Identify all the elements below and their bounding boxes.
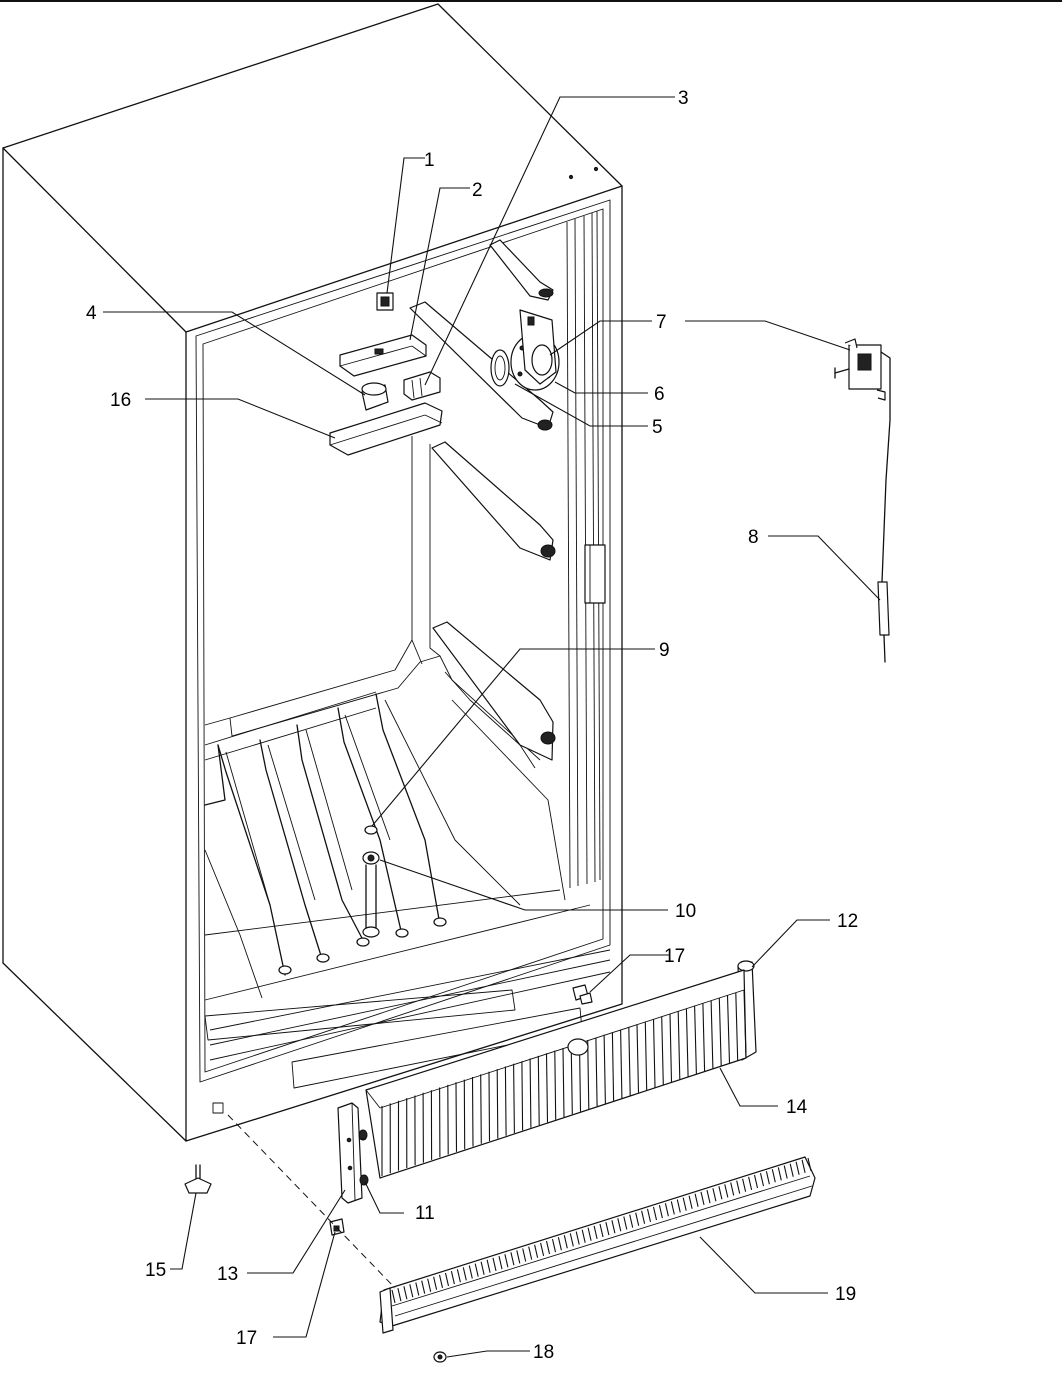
- callout-18: 18: [533, 1342, 554, 1363]
- callout-5: 5: [652, 417, 663, 438]
- callout-15: 15: [145, 1260, 166, 1281]
- part-13-bracket: [337, 1102, 363, 1204]
- part-1-light-socket: [376, 292, 394, 311]
- part-10-drain-tube: [362, 851, 380, 938]
- part-14-toe-grille: [365, 969, 747, 1179]
- callout-19: 19: [835, 1284, 856, 1305]
- callout-12: 12: [837, 911, 858, 932]
- part-19-kick-plate: [379, 1156, 816, 1334]
- part-18-screw: [433, 1351, 447, 1363]
- callout-3: 3: [678, 88, 689, 109]
- callout-9: 9: [659, 640, 670, 661]
- callout-6: 6: [654, 384, 665, 405]
- part-8-capillary-tube: [877, 351, 891, 663]
- part-17-clip-lower: [329, 1218, 345, 1236]
- callout-13: 13: [217, 1264, 238, 1285]
- callout-8: 8: [748, 527, 759, 548]
- assembly-dashed-line: [227, 1114, 396, 1289]
- part-5-thermostat-bezel: [490, 349, 510, 387]
- callout-7: 7: [656, 312, 667, 333]
- callout-1: 1: [424, 150, 435, 171]
- part-4-thermostat-knob: [361, 382, 389, 411]
- part-15-leveling-leg: [184, 1164, 212, 1194]
- part-17-clip-upper: [572, 984, 593, 1005]
- callout-14: 14: [786, 1097, 808, 1118]
- callout-4: 4: [86, 303, 97, 324]
- callout-2: 2: [472, 180, 483, 201]
- part-11-screws: [358, 1129, 369, 1186]
- leader-lines: [103, 96, 881, 1358]
- callout-10: 10: [675, 901, 696, 922]
- part-7-thermostat-detail: [834, 338, 886, 401]
- part-7-thermostat: [519, 309, 557, 385]
- shelf-rails: [409, 239, 556, 761]
- part-9-drain-plug: [364, 825, 378, 835]
- part-16-light-shield: [329, 402, 443, 456]
- callout-17-upper: 17: [664, 946, 685, 967]
- floor-wire-racks: [204, 693, 521, 999]
- part-2-light-bracket: [339, 334, 427, 377]
- callout-16: 16: [110, 390, 131, 411]
- part-3-light-bulb: [403, 371, 441, 401]
- cabinet-shell: [2, 3, 623, 1142]
- callout-17-lower: 17: [236, 1328, 257, 1349]
- callout-11: 11: [415, 1203, 435, 1224]
- interior-liner: [204, 436, 611, 1114]
